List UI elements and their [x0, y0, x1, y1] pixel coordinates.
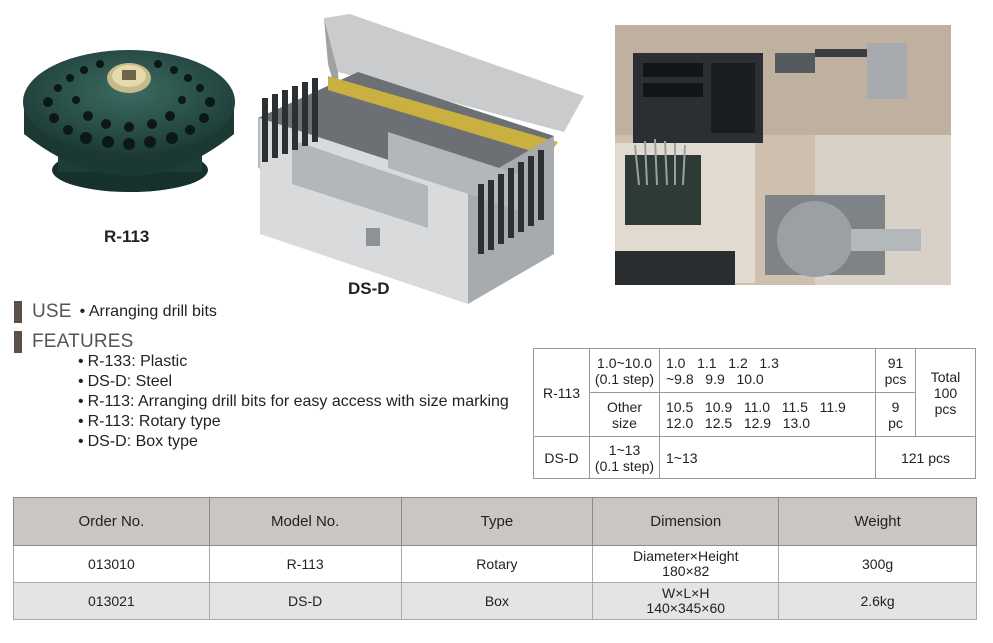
order-header: Weight — [778, 497, 977, 546]
order-header: Type — [400, 497, 594, 546]
feature-item: R-113: Arranging drill bits for easy acc… — [78, 392, 509, 412]
order-no: 013021 — [13, 582, 210, 620]
size-list-line: ~9.8 9.9 10.0 — [666, 370, 764, 387]
model-no: R-113 — [208, 545, 402, 583]
order-header: Dimension — [592, 497, 780, 546]
features-section: FEATURES — [14, 331, 134, 353]
feature-item: DS-D: Steel — [78, 372, 509, 392]
feature-item: R-113: Rotary type — [78, 412, 509, 432]
features-heading-bar — [14, 331, 22, 353]
size-list-line: 10.5 10.9 11.0 11.5 11.9 — [666, 398, 846, 415]
use-heading-bar — [14, 301, 22, 323]
size-list-line: 12.0 12.5 12.9 13.0 — [666, 414, 810, 431]
size-total-value: 100 — [933, 384, 958, 401]
dimension-label: Diameter×Height — [633, 548, 739, 564]
order-table: Order No. Model No. Type Dimension Weigh… — [13, 497, 977, 620]
feature-item: DS-D: Box type — [78, 432, 509, 452]
dsd-product-image — [248, 14, 588, 314]
size-step: (0.1 step) — [594, 457, 655, 474]
order-no: 013010 — [13, 545, 210, 583]
size-range: 1~13 — [608, 441, 641, 458]
weight: 300g — [778, 545, 977, 583]
r113-product-image — [18, 42, 240, 212]
size-table-model: R-113 — [533, 348, 590, 437]
size-table: R-113 1.0~10.0(0.1 step) 1.0 1.1 1.2 1.3… — [533, 348, 976, 479]
size-count-cell: 121 pcs — [875, 436, 976, 479]
size-list-cell: 1.0 1.1 1.2 1.3~9.8 9.9 10.0 — [659, 348, 876, 393]
dimension-value: 180×82 — [662, 563, 710, 579]
use-text: • Arranging drill bits — [79, 303, 217, 320]
size-list-cell: 1~13 — [659, 436, 876, 479]
size-step: (0.1 step) — [594, 370, 655, 387]
size-range-cell: 1.0~10.0(0.1 step) — [589, 348, 660, 393]
dsd-caption: DS-D — [348, 279, 390, 298]
size-total-unit: pcs — [934, 400, 957, 417]
r113-caption: R-113 — [104, 227, 150, 246]
use-heading: USE — [32, 301, 72, 322]
type: Rotary — [400, 545, 594, 583]
size-count: 91 — [887, 354, 904, 371]
size-range: Other — [606, 398, 642, 415]
order-header: Model No. — [208, 497, 402, 546]
size-range-cell: 1~13(0.1 step) — [589, 436, 660, 479]
features-list: R-133: Plastic DS-D: Steel R-113: Arrang… — [78, 352, 509, 452]
feature-item: R-133: Plastic — [78, 352, 509, 372]
size-total-label: Total — [930, 368, 961, 385]
size-range: 1.0~10.0 — [597, 354, 652, 371]
size-count-unit: pc — [888, 414, 903, 431]
order-header: Order No. — [13, 497, 210, 546]
features-heading: FEATURES — [32, 331, 134, 352]
dimension-label: W×L×H — [662, 585, 710, 601]
type: Box — [400, 582, 594, 620]
model-no: DS-D — [208, 582, 402, 620]
use-text-value: Arranging drill bits — [88, 303, 217, 320]
size-table-model: DS-D — [533, 436, 590, 479]
lathe-photo — [615, 25, 951, 285]
size-range: size — [612, 414, 637, 431]
use-section: USE • Arranging drill bits — [14, 301, 217, 323]
size-count: 9 — [891, 398, 900, 415]
size-count-unit: pcs — [884, 370, 907, 387]
size-list-line: 1.0 1.1 1.2 1.3 — [666, 354, 779, 371]
weight: 2.6kg — [778, 582, 977, 620]
dimension-value: 140×345×60 — [646, 600, 726, 616]
